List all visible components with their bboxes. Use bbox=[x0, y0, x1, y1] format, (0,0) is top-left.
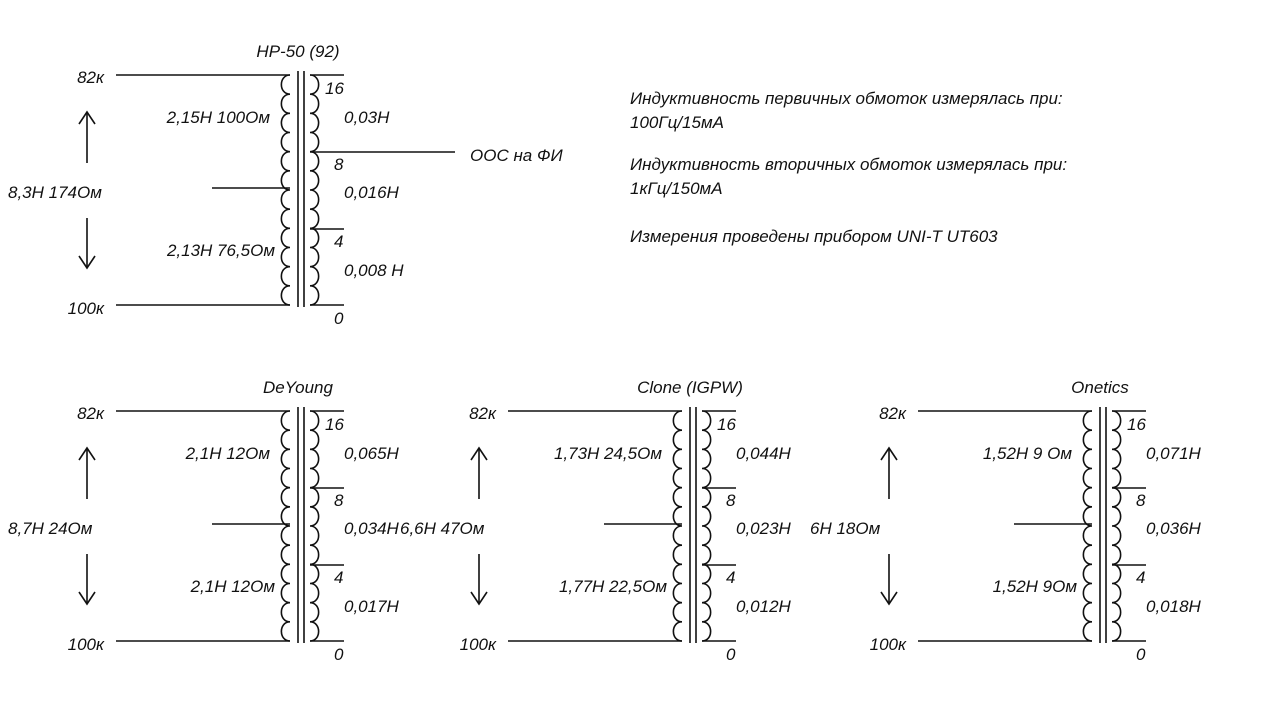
secondary-winding bbox=[1111, 410, 1122, 642]
secondary-8-4-inductance: 0,034H bbox=[344, 519, 400, 538]
tap-label-8: 8 bbox=[334, 155, 344, 174]
secondary-winding bbox=[309, 410, 320, 642]
note-line-4: 1кГц/150мА bbox=[630, 179, 723, 198]
feedback-label: ООС на ФИ bbox=[470, 146, 563, 165]
secondary-winding bbox=[309, 74, 320, 306]
primary-winding bbox=[1082, 410, 1093, 642]
arrow-up-icon bbox=[78, 446, 96, 499]
tap-label-4: 4 bbox=[334, 568, 343, 587]
tap-label-16: 16 bbox=[717, 415, 736, 434]
note-line-3: Индуктивность вторичных обмоток измеряла… bbox=[630, 155, 1067, 174]
transformer-title: Clone (IGPW) bbox=[637, 378, 743, 397]
tap-label-4: 4 bbox=[726, 568, 735, 587]
transformer-title: Onetics bbox=[1071, 378, 1129, 397]
tap-label-0: 0 bbox=[334, 309, 344, 328]
secondary-16-8-inductance: 0,071H bbox=[1146, 444, 1202, 463]
primary-winding bbox=[280, 74, 291, 306]
tap-label-0: 0 bbox=[1136, 645, 1146, 664]
secondary-8-4-inductance: 0,023H bbox=[736, 519, 792, 538]
primary-top-label: 82к bbox=[469, 404, 497, 423]
secondary-4-0-inductance: 0,018H bbox=[1146, 597, 1202, 616]
primary-top-label: 82к bbox=[77, 404, 105, 423]
primary-total-label: 8,7H 24Ом bbox=[8, 519, 93, 538]
primary-bottom-label: 100к bbox=[68, 635, 105, 654]
primary-total-label: 6H 18Ом bbox=[810, 519, 881, 538]
tap-label-16: 16 bbox=[325, 79, 344, 98]
tap-label-8: 8 bbox=[334, 491, 344, 510]
primary-upper-half-label: 2,15H 100Ом bbox=[166, 108, 271, 127]
primary-upper-half-label: 2,1H 12Ом bbox=[185, 444, 271, 463]
primary-upper-half-label: 1,73H 24,5Ом bbox=[554, 444, 662, 463]
secondary-8-4-inductance: 0,036H bbox=[1146, 519, 1202, 538]
arrow-down-icon bbox=[880, 554, 898, 606]
primary-lower-half-label: 2,1H 12Ом bbox=[190, 577, 276, 596]
primary-total-label: 6,6H 47Ом bbox=[400, 519, 485, 538]
note-line-5: Измерения проведены прибором UNI-T UT603 bbox=[630, 227, 998, 246]
tap-label-4: 4 bbox=[1136, 568, 1145, 587]
arrow-down-icon bbox=[78, 218, 96, 270]
transformer-3: Clone (IGPW) 16 8 4 0 0,044H 0,023H 0,012H 82к 10… bbox=[400, 378, 792, 664]
tap-label-8: 8 bbox=[1136, 491, 1146, 510]
tap-label-0: 0 bbox=[334, 645, 344, 664]
arrow-up-icon bbox=[78, 110, 96, 163]
secondary-16-8-inductance: 0,03H bbox=[344, 108, 390, 127]
tap-label-0: 0 bbox=[726, 645, 736, 664]
arrow-up-icon bbox=[880, 446, 898, 499]
arrow-down-icon bbox=[470, 554, 488, 606]
primary-top-label: 82к bbox=[77, 68, 105, 87]
primary-lower-half-label: 1,77H 22,5Ом bbox=[559, 577, 667, 596]
transformer-1: HP-50 (92) ООС на ФИ 16 8 4 0 0,03H 0,016H 0,008… bbox=[8, 42, 563, 328]
primary-lower-half-label: 1,52H 9Ом bbox=[993, 577, 1078, 596]
secondary-4-0-inductance: 0,008 H bbox=[344, 261, 404, 280]
primary-bottom-label: 100к bbox=[460, 635, 497, 654]
primary-bottom-label: 100к bbox=[870, 635, 907, 654]
primary-bottom-label: 100к bbox=[68, 299, 105, 318]
primary-winding bbox=[672, 410, 683, 642]
note-line-1: Индуктивность первичных обмоток измеряла… bbox=[630, 89, 1063, 108]
secondary-16-8-inductance: 0,065H bbox=[344, 444, 400, 463]
note-line-2: 100Гц/15мА bbox=[630, 113, 724, 132]
transformer-title: DeYoung bbox=[263, 378, 333, 397]
tap-label-8: 8 bbox=[726, 491, 736, 510]
secondary-8-4-inductance: 0,016H bbox=[344, 183, 400, 202]
tap-label-4: 4 bbox=[334, 232, 343, 251]
primary-top-label: 82к bbox=[879, 404, 907, 423]
measurement-notes: Индуктивность первичных обмоток измеряла… bbox=[630, 89, 1067, 246]
transformer-2: DeYoung 16 8 4 0 0,065H 0,034H 0,017H 82к 100к 2,1… bbox=[8, 378, 400, 664]
arrow-up-icon bbox=[470, 446, 488, 499]
secondary-4-0-inductance: 0,017H bbox=[344, 597, 400, 616]
primary-winding bbox=[280, 410, 291, 642]
primary-total-label: 8,3H 174Ом bbox=[8, 183, 102, 202]
arrow-down-icon bbox=[78, 554, 96, 606]
primary-upper-half-label: 1,52H 9 Ом bbox=[983, 444, 1072, 463]
tap-label-16: 16 bbox=[325, 415, 344, 434]
transformer-4: Onetics 16 8 4 0 0,071H 0,036H 0,018H 82к 100к 1,5… bbox=[810, 378, 1202, 664]
secondary-winding bbox=[701, 410, 712, 642]
tap-label-16: 16 bbox=[1127, 415, 1146, 434]
secondary-4-0-inductance: 0,012H bbox=[736, 597, 792, 616]
primary-lower-half-label: 2,13H 76,5Ом bbox=[166, 241, 275, 260]
transformer-title: HP-50 (92) bbox=[256, 42, 339, 61]
secondary-16-8-inductance: 0,044H bbox=[736, 444, 792, 463]
